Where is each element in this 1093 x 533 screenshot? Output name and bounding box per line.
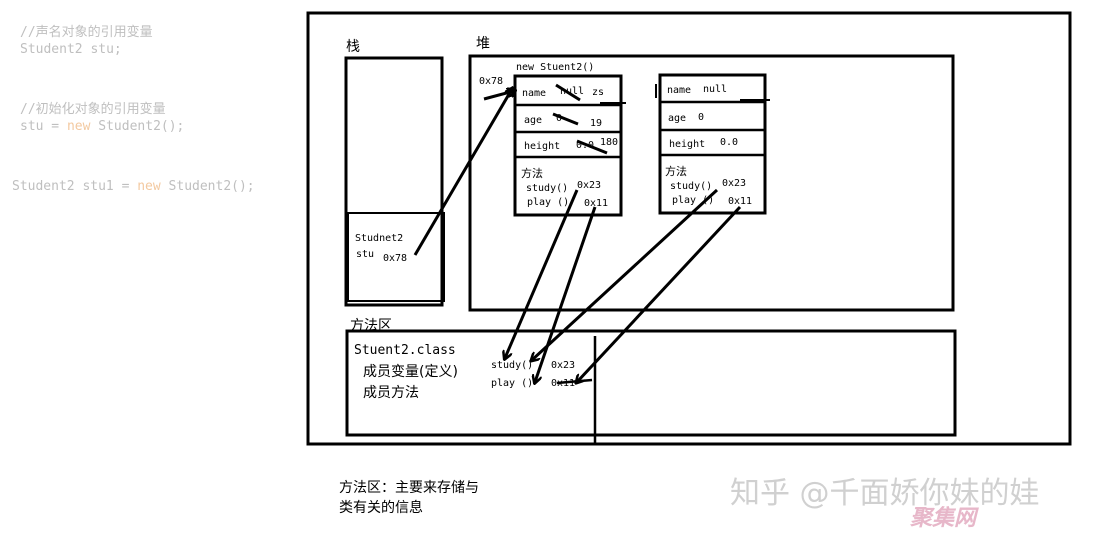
stack-frame-type: Studnet2 bbox=[355, 233, 404, 244]
object1-age-label: age bbox=[524, 115, 543, 126]
method-area-note-line1: 方法区：主要来存储与 bbox=[339, 480, 479, 496]
object1-name-new: zs bbox=[592, 87, 605, 98]
method-area-box bbox=[345, 329, 957, 437]
code-line-declare: Student2 stu; bbox=[20, 42, 122, 57]
stack-frame-var: stu bbox=[356, 249, 375, 260]
object1-title: new Stuent2() bbox=[516, 62, 595, 73]
arrow-object2-play bbox=[577, 205, 742, 382]
heap-box bbox=[468, 54, 955, 312]
outer-frame bbox=[306, 11, 1072, 446]
code-stu1-new-keyword: new bbox=[137, 179, 161, 194]
watermark-badge: 聚集网 bbox=[910, 506, 977, 531]
object2-height-val: 0.0 bbox=[720, 137, 739, 148]
code-line-init: stu = new Student2(); bbox=[20, 119, 184, 134]
method-area-member-vars: 成员变量(定义) bbox=[363, 364, 458, 380]
object1-study-addr: 0x23 bbox=[577, 180, 602, 191]
method-area-play: play () bbox=[491, 378, 534, 389]
watermark-text: 知乎 @千面娇你妹的娃 bbox=[730, 476, 1040, 511]
object1-addr: 0x78 bbox=[479, 76, 504, 87]
object2-height-label: height bbox=[669, 139, 706, 150]
object1-study: study() bbox=[526, 183, 569, 194]
heap-label: 堆 bbox=[476, 36, 490, 52]
method-area-play-addr: 0x11 bbox=[551, 378, 576, 389]
arrow-object1-play bbox=[535, 206, 597, 382]
object1-height-old: 0.0 bbox=[576, 140, 595, 151]
object2-box bbox=[658, 73, 767, 215]
method-area-label: 方法区 bbox=[350, 318, 392, 334]
method-area-study-addr: 0x23 bbox=[551, 360, 576, 371]
stack-frame-box bbox=[347, 212, 445, 302]
stack-label: 栈 bbox=[346, 39, 360, 55]
object2-play-addr: 0x11 bbox=[728, 196, 753, 207]
code-init-new-keyword: new bbox=[66, 119, 91, 134]
object2-age-val: 0 bbox=[698, 112, 705, 123]
arrow-object1-study bbox=[505, 189, 579, 358]
method-area-note-line2: 类有关的信息 bbox=[339, 500, 423, 516]
object2-name-label: name bbox=[667, 85, 692, 96]
stack-box bbox=[344, 56, 444, 307]
object1-age-old: 0 bbox=[556, 113, 563, 124]
code-stu1-right: Student2(); bbox=[160, 179, 255, 194]
arrow-object2-study bbox=[532, 188, 719, 360]
object1-age-new: 19 bbox=[590, 118, 603, 129]
object1-name-label: name bbox=[522, 88, 547, 99]
object2-study: study() bbox=[670, 181, 713, 192]
arrow-method-play-hook bbox=[556, 378, 593, 385]
object1-height-label: height bbox=[524, 141, 561, 152]
object2-methods-label: 方法 bbox=[665, 165, 687, 178]
object1-play: play () bbox=[527, 197, 570, 208]
method-area-study: study() bbox=[491, 360, 534, 371]
method-area-member-methods: 成员方法 bbox=[363, 385, 419, 401]
code-var: stu; bbox=[90, 42, 122, 57]
code-comment-init: //初始化对象的引用变量 bbox=[20, 102, 166, 117]
code-init-left: stu = bbox=[20, 119, 67, 134]
code-line-stu1: Student2 stu1 = new Student2(); bbox=[12, 179, 255, 194]
object1-name-old: null bbox=[560, 86, 585, 97]
code-stu1-left: Student2 stu1 = bbox=[12, 179, 138, 194]
object1-play-addr: 0x11 bbox=[584, 198, 609, 209]
object1-height-new: 180 bbox=[600, 137, 619, 148]
code-type: Student2 bbox=[20, 42, 83, 57]
object2-play: play () bbox=[672, 195, 715, 206]
object1-box bbox=[513, 74, 623, 217]
strike-name-null bbox=[555, 83, 581, 102]
object1-methods-label: 方法 bbox=[521, 167, 543, 180]
code-init-right: Student2(); bbox=[90, 119, 185, 134]
code-comment-declare: //声名对象的引用变量 bbox=[20, 25, 153, 40]
strike-height-default bbox=[576, 139, 608, 155]
method-area-class-name: Stuent2.class bbox=[354, 343, 456, 358]
arrow-stack-to-object1 bbox=[413, 89, 512, 256]
object2-study-addr: 0x23 bbox=[722, 178, 747, 189]
object2-age-label: age bbox=[668, 113, 687, 124]
object2-name-val: null bbox=[703, 84, 728, 95]
arrow-0x78-to-object1 bbox=[483, 91, 514, 101]
strike-age-zero bbox=[552, 112, 579, 126]
stack-frame-addr: 0x78 bbox=[383, 253, 408, 264]
